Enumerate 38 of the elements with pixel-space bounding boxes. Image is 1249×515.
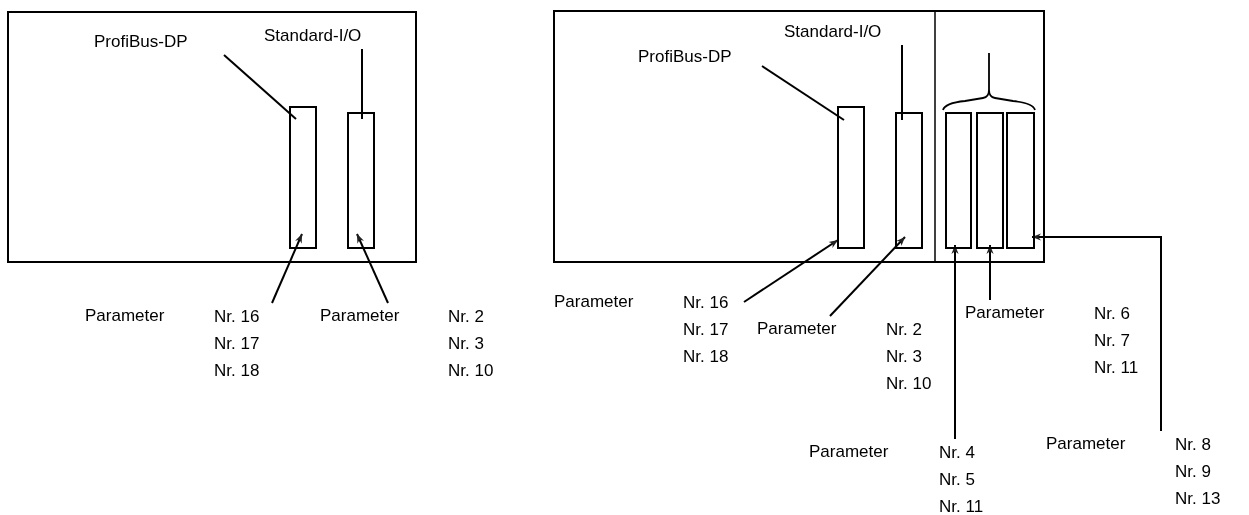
arrow [271, 233, 303, 304]
parameter-label: Parameter [965, 302, 1045, 324]
parameter-label: Parameter [554, 291, 634, 313]
module-slot [1006, 112, 1035, 249]
arrow [951, 244, 959, 440]
callout-label: ProfiBus-DP [638, 44, 768, 70]
callout-label: Standard-I/O [784, 19, 920, 45]
module-slot [976, 112, 1004, 249]
module-slot [289, 106, 317, 249]
module-slot [837, 106, 865, 249]
module-slot [945, 112, 972, 249]
arrow [356, 233, 389, 304]
parameter-numbers: Nr. 16 Nr. 17 Nr. 18 [683, 292, 730, 368]
module-slot [895, 112, 923, 249]
arrow [743, 239, 839, 303]
parameter-numbers: Nr. 6 Nr. 7 Nr. 11 [1094, 303, 1140, 379]
arrow [986, 244, 994, 301]
leader-line [901, 44, 903, 121]
callout-label: ProfiBus-DP [94, 29, 224, 55]
parameter-numbers: Nr. 4 Nr. 5 Nr. 11 [939, 442, 985, 515]
parameter-label: Parameter [320, 305, 400, 327]
arrow [829, 236, 906, 317]
parameter-numbers: Nr. 16 Nr. 17 Nr. 18 [214, 306, 261, 382]
parameter-label: Parameter [809, 441, 889, 463]
device-housing [553, 10, 1045, 263]
parameter-numbers: Nr. 2 Nr. 3 Nr. 10 [886, 319, 933, 395]
device-housing [7, 11, 417, 263]
callout-label: Standard-I/O [264, 23, 400, 49]
parameter-label: Parameter [757, 318, 837, 340]
parameter-numbers: Nr. 8 Nr. 9 Nr. 13 [1175, 434, 1222, 510]
parameter-label: Parameter [1046, 433, 1126, 455]
parameter-numbers: Nr. 2 Nr. 3 Nr. 10 [448, 306, 495, 382]
leader-line [761, 65, 845, 121]
leader-line [361, 48, 363, 120]
leader-line [223, 54, 297, 120]
module-slot [347, 112, 375, 249]
parameter-label: Parameter [85, 305, 165, 327]
arrow [1031, 233, 1162, 432]
